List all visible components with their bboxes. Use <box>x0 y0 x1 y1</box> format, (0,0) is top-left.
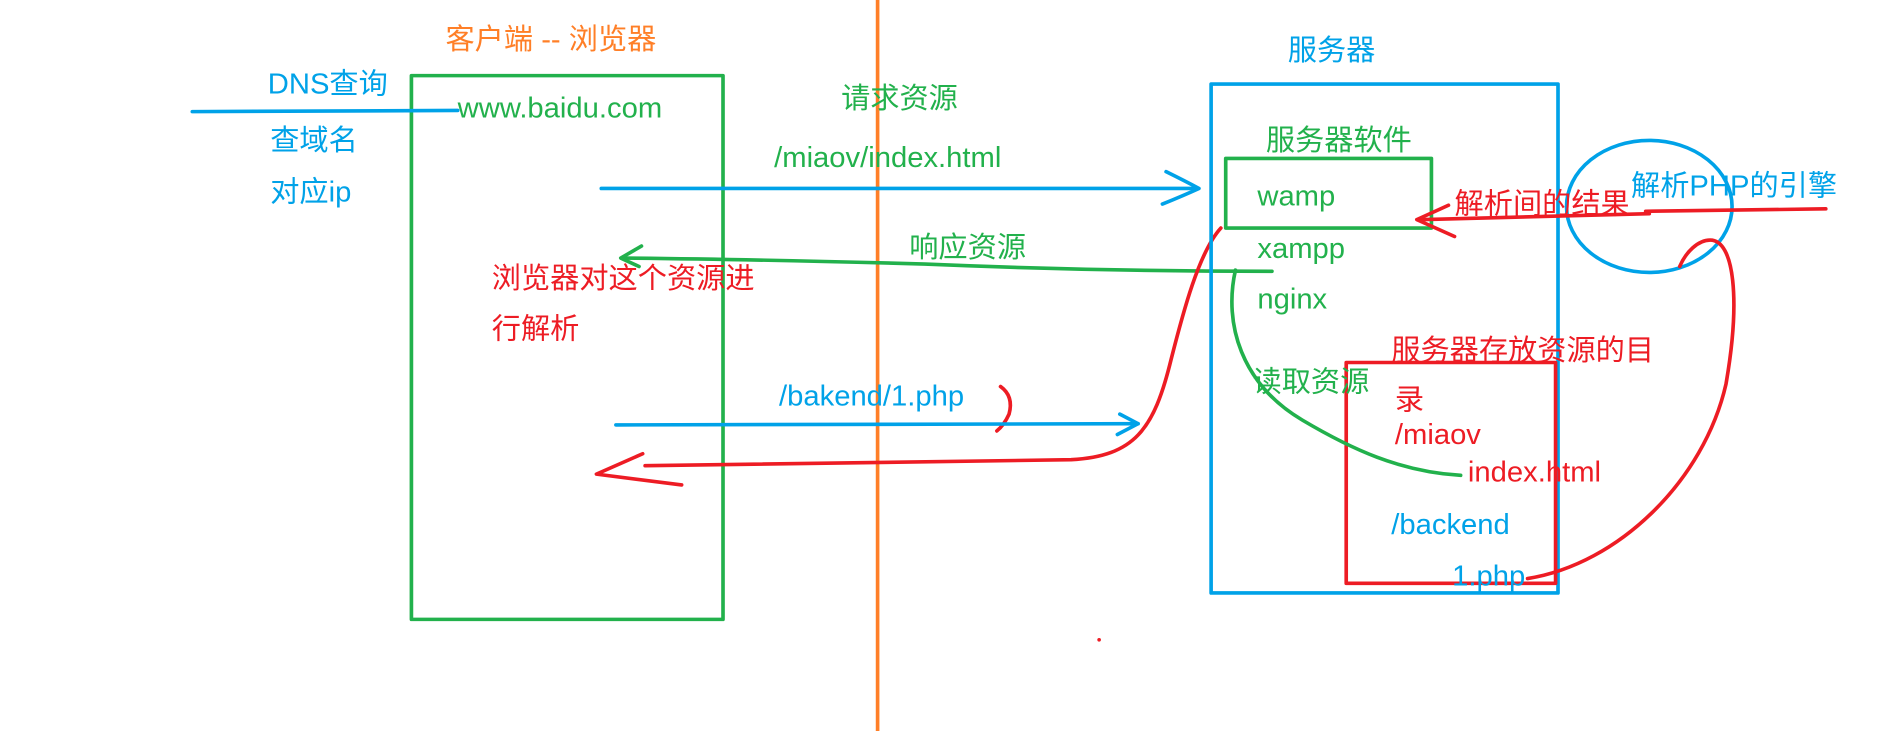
response-arrowhead <box>618 244 644 269</box>
client-url: www.baidu.com <box>457 93 663 125</box>
resource-dir-miaov: /miaov <box>1395 419 1482 451</box>
resource-dir-php-file: 1.php <box>1452 561 1525 593</box>
request-label: 请求资源 <box>841 82 958 115</box>
resource-dir-index-html: index.html <box>1468 457 1601 489</box>
resource-dir-backend: /backend <box>1391 509 1510 541</box>
php-request-path: /bakend/1.php <box>779 381 964 413</box>
software-nginx: nginx <box>1257 284 1327 316</box>
read-resource-curve <box>1230 268 1463 478</box>
software-wamp: wamp <box>1256 180 1335 212</box>
software-xampp: xampp <box>1257 233 1345 265</box>
php-engine-circle <box>1564 138 1734 275</box>
read-resource-label: 读取资源 <box>1252 365 1369 398</box>
stray-dot <box>1097 637 1101 642</box>
dns-label-query: DNS查询 <box>268 68 388 101</box>
php-request-mark <box>995 384 1013 433</box>
resource-dir-box <box>1344 360 1558 586</box>
resource-dir-title-line2: 录 <box>1395 384 1424 416</box>
response-arrow <box>621 256 1274 274</box>
php-to-engine-curve <box>1525 238 1736 581</box>
php-request-arrowhead <box>1115 412 1140 437</box>
server-software-title: 服务器软件 <box>1266 124 1412 157</box>
request-arrowhead <box>1160 169 1201 206</box>
php-engine-label: 解析PHP的引擎 <box>1631 170 1837 203</box>
dns-line <box>190 108 460 114</box>
wamp-box <box>1223 156 1434 230</box>
browser-parse-note-line1: 浏览器对这个资源进 <box>492 262 755 295</box>
engine-result-arrow <box>1417 211 1652 222</box>
response-label: 响应资源 <box>909 231 1026 264</box>
browser-parse-note-line2: 行解析 <box>492 313 580 346</box>
client-box <box>409 73 725 622</box>
server-box <box>1209 82 1560 595</box>
dns-label-domain: 查域名 <box>270 124 358 157</box>
engine-result-arrowhead <box>1414 203 1457 239</box>
client-title: 客户端 -- 浏览器 <box>445 23 656 56</box>
php-request-arrow <box>614 421 1140 427</box>
dns-label-ip: 对应ip <box>270 176 351 209</box>
php-engine-line <box>1643 207 1828 214</box>
request-path: /miaov/index.html <box>774 142 1001 174</box>
server-title: 服务器 <box>1288 34 1376 67</box>
php-response-arrowhead <box>594 451 684 487</box>
php-response-arrow <box>643 226 1223 468</box>
